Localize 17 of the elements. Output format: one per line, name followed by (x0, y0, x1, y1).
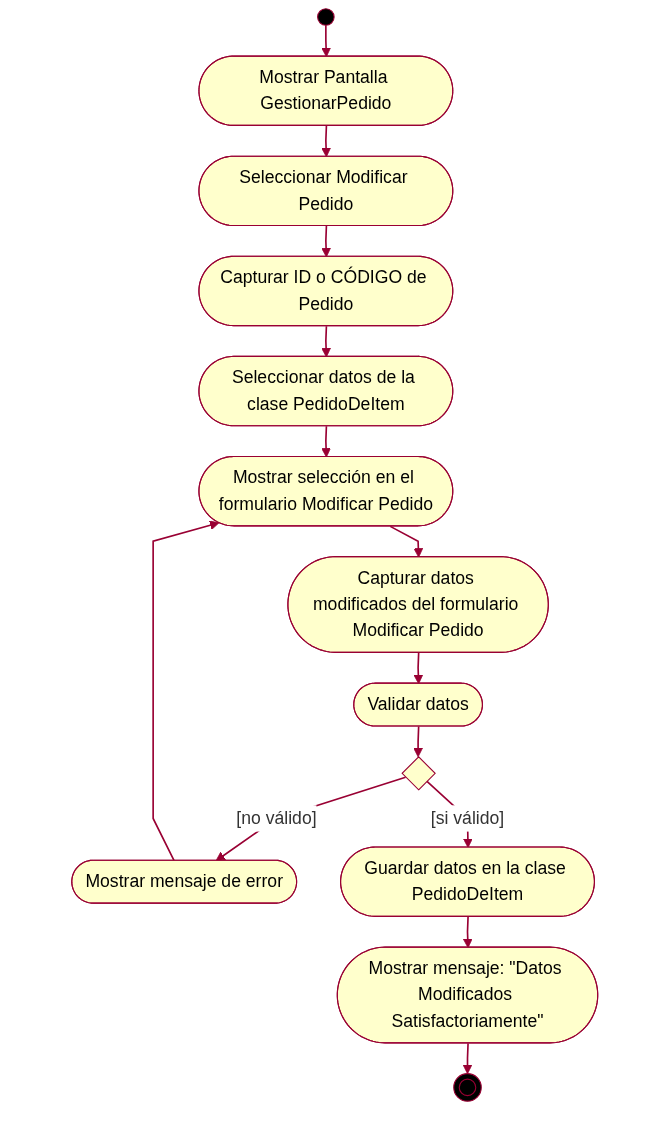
arrow (215, 776, 407, 862)
arrow (321, 24, 332, 58)
arrow (321, 325, 332, 358)
edge-label: [no válido] (236, 808, 317, 828)
arrow (413, 725, 424, 758)
arrow (413, 652, 424, 685)
arrow (321, 425, 332, 458)
arrow (152, 520, 220, 862)
node-diamond (401, 756, 437, 791)
node-circle (453, 1073, 483, 1102)
arrow (321, 125, 332, 158)
arrow (389, 525, 424, 558)
edge-label: [si válido] (431, 808, 505, 828)
arrow (462, 1042, 473, 1075)
arrow (321, 225, 332, 258)
arrow (463, 916, 473, 949)
node-circle (317, 8, 335, 26)
